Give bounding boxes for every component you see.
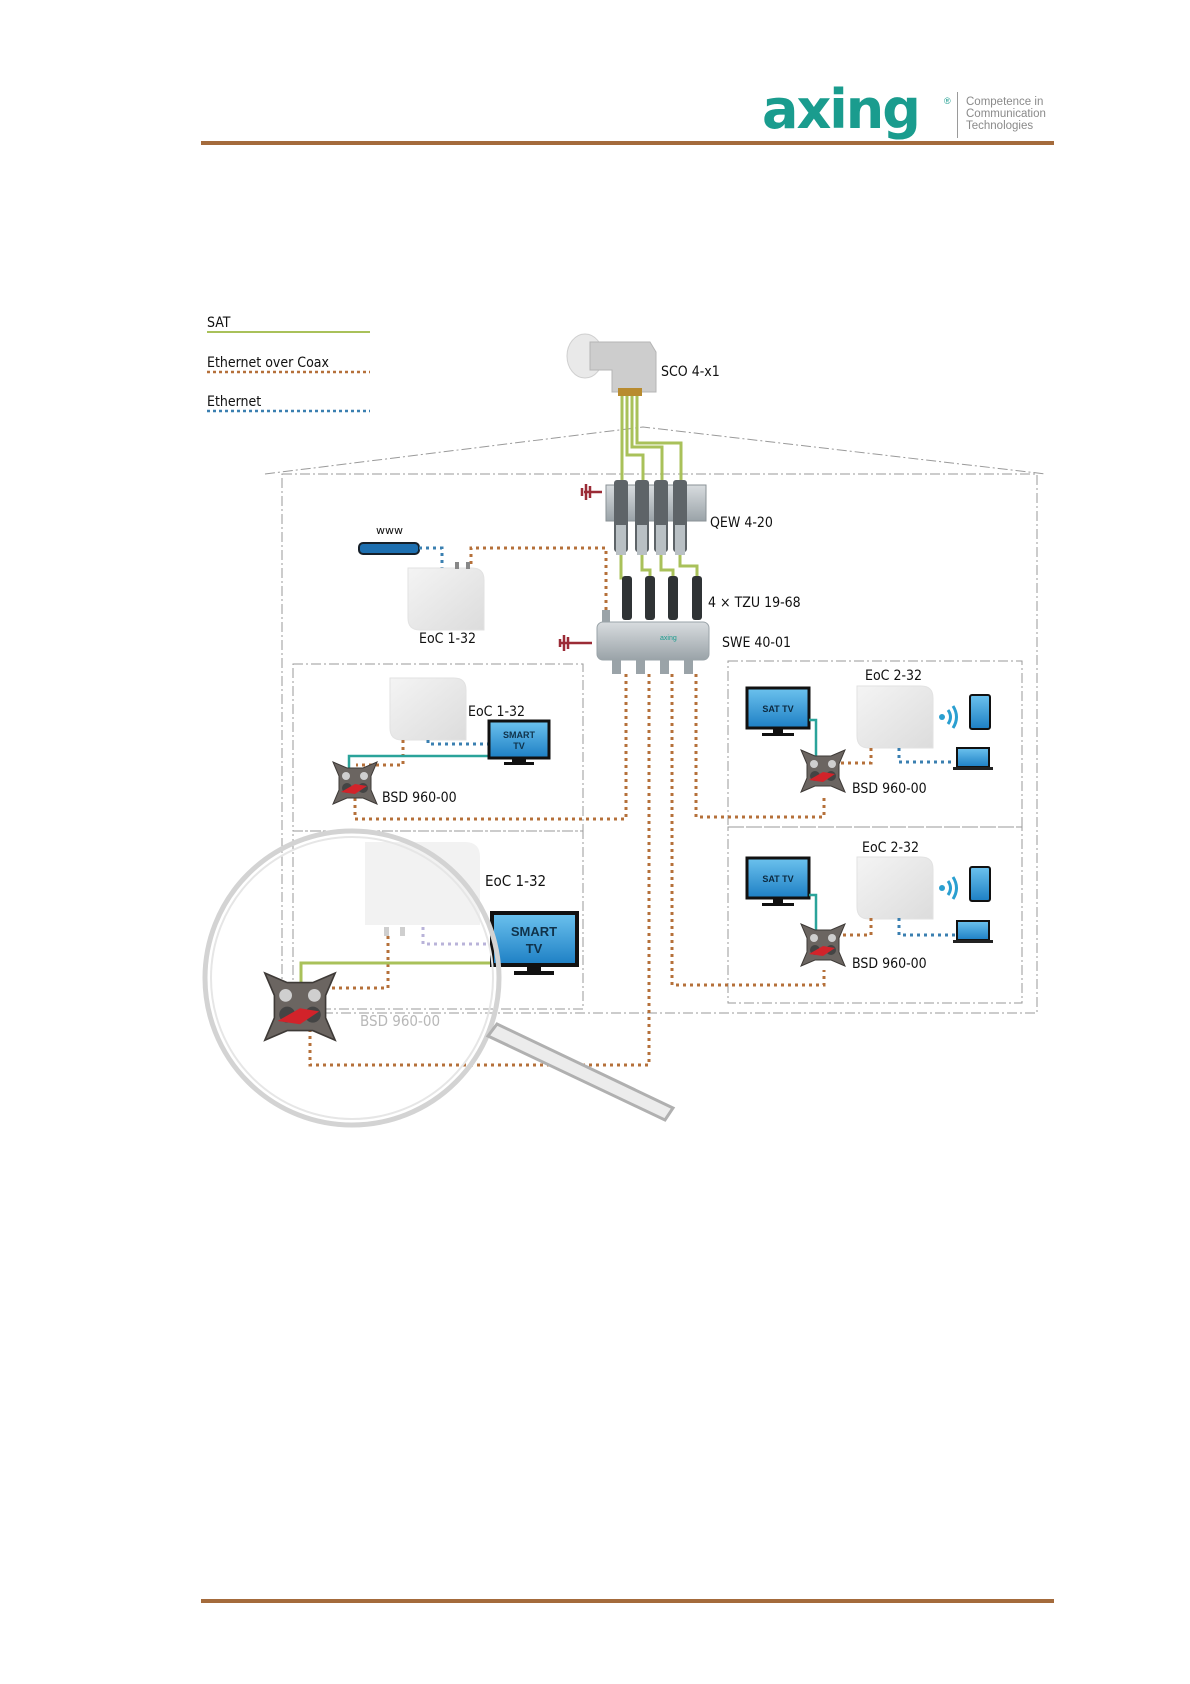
label-eoc-master: EoC 1-32 bbox=[419, 631, 476, 647]
room1-tv-label: SMART bbox=[503, 730, 535, 740]
ethernet-cable-router bbox=[419, 548, 442, 568]
legend-label-ethernet: Ethernet bbox=[207, 394, 261, 410]
lnb-body bbox=[590, 342, 656, 392]
room2-tablet-icon bbox=[970, 695, 990, 729]
room2-socket-icon bbox=[801, 750, 845, 792]
label-swe: SWE 40-01 bbox=[722, 635, 791, 651]
label-lnb: SCO 4-x1 bbox=[661, 364, 720, 380]
ground-icon bbox=[582, 484, 602, 500]
label-room1-socket: BSD 960-00 bbox=[382, 790, 457, 806]
lnb-connectors bbox=[618, 388, 642, 396]
eoc-port bbox=[455, 562, 459, 569]
room4-tv-label: SAT TV bbox=[762, 874, 793, 884]
tzu-19-68-filters bbox=[622, 576, 702, 620]
room1-tv-label: TV bbox=[513, 741, 525, 751]
eoc-cable-master bbox=[471, 548, 606, 610]
room-2: SAT TV EoC 2-32 BSD 960-00 bbox=[747, 668, 993, 797]
lnb-sco-4-x1 bbox=[567, 334, 656, 396]
sat-cables-lnb bbox=[622, 395, 681, 483]
room3-smart-tv bbox=[492, 913, 577, 965]
room4-socket-icon bbox=[801, 924, 845, 966]
legend-label-eoc: Ethernet over Coax bbox=[207, 355, 330, 371]
room4-tablet-icon bbox=[970, 867, 990, 901]
room-4: SAT TV EoC 2-32 BSD 960-00 bbox=[747, 840, 993, 972]
eoc-port bbox=[466, 562, 470, 569]
room3-tv-label: TV bbox=[526, 941, 543, 956]
label-room2-socket: BSD 960-00 bbox=[852, 781, 927, 797]
ground-icon bbox=[560, 635, 592, 651]
room2-eoc-box bbox=[857, 686, 933, 748]
legend: SAT Ethernet over Coax Ethernet bbox=[207, 315, 370, 411]
label-room4-eoc: EoC 2-32 bbox=[862, 840, 919, 856]
router-icon bbox=[359, 543, 419, 554]
room1-eoc-box bbox=[390, 678, 466, 740]
legend-label-sat: SAT bbox=[207, 315, 231, 331]
label-room3-eoc: EoC 1-32 bbox=[485, 872, 546, 890]
room-3: EoC 1-32 SMART TV BSD 960-00 bbox=[265, 842, 577, 1040]
label-room1-eoc: EoC 1-32 bbox=[468, 704, 525, 720]
label-room2-eoc: EoC 2-32 bbox=[865, 668, 922, 684]
svg-text:axing: axing bbox=[660, 635, 677, 642]
label-router: www bbox=[376, 524, 403, 537]
label-room3-socket: BSD 960-00 bbox=[360, 1012, 440, 1030]
room3-socket-icon bbox=[265, 973, 335, 1040]
room4-laptop-icon bbox=[957, 921, 989, 940]
room4-eoc-box bbox=[857, 857, 933, 919]
room2-laptop-icon bbox=[957, 748, 989, 767]
sat-cables-qew-tzu bbox=[621, 555, 697, 578]
room1-socket-icon bbox=[333, 762, 377, 804]
label-qew: QEW 4-20 bbox=[710, 515, 773, 531]
wifi-icon bbox=[939, 877, 957, 899]
qew-4-20-ground-block bbox=[606, 480, 706, 555]
label-tzu: 4 × TZU 19-68 bbox=[708, 595, 801, 611]
house-roof bbox=[265, 427, 1046, 474]
label-room4-socket: BSD 960-00 bbox=[852, 956, 927, 972]
wifi-icon bbox=[939, 706, 957, 728]
room3-tv-label: SMART bbox=[511, 924, 557, 939]
eoc-master-box bbox=[408, 568, 484, 630]
room-1: EoC 1-32 SMART TV BSD 960-00 bbox=[333, 678, 549, 806]
room2-tv-label: SAT TV bbox=[762, 704, 793, 714]
router-www bbox=[359, 543, 419, 554]
